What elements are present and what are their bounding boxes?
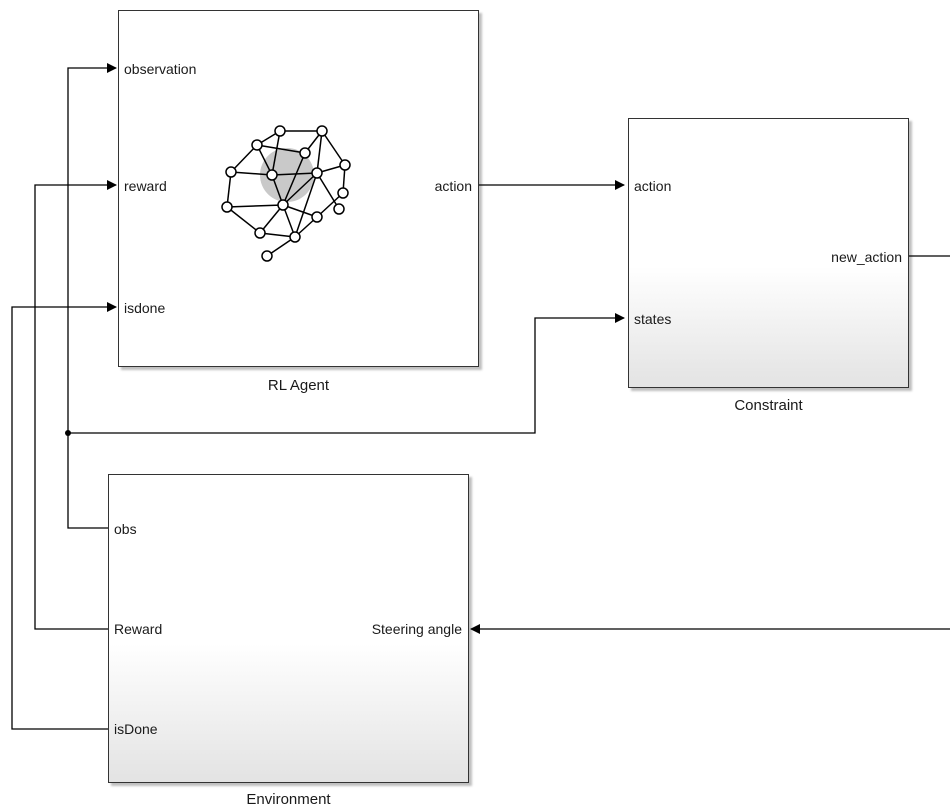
port-new-action: new_action	[831, 249, 902, 265]
port-states: states	[634, 311, 672, 327]
port-action-in: action	[634, 178, 672, 194]
port-action-out: action	[434, 178, 472, 194]
wire-reward[interactable]	[34, 180, 117, 630]
port-isdone-out: isDone	[114, 721, 158, 737]
rl-agent-block[interactable]: observation reward isdone action	[118, 10, 479, 367]
port-reward-out: Reward	[114, 621, 163, 637]
environment-caption: Environment	[246, 791, 331, 808]
port-obs: obs	[114, 521, 137, 537]
wire-isdone[interactable]	[11, 302, 117, 730]
port-observation: observation	[124, 61, 197, 77]
neural-network-brain-icon	[221, 125, 351, 262]
port-steering-angle: Steering angle	[371, 621, 462, 637]
wire-obs-to-states[interactable]	[68, 313, 625, 434]
environment-block[interactable]: obs Reward isDone Steering angle	[108, 474, 469, 783]
constraint-caption: Constraint	[734, 397, 803, 414]
rl-agent-caption: RL Agent	[267, 377, 330, 394]
port-reward: reward	[124, 178, 167, 194]
branch-point	[65, 430, 71, 436]
port-isdone: isdone	[124, 300, 166, 316]
wire-obs-to-observation[interactable]	[67, 63, 117, 529]
constraint-block[interactable]: action states new_action	[628, 118, 909, 388]
